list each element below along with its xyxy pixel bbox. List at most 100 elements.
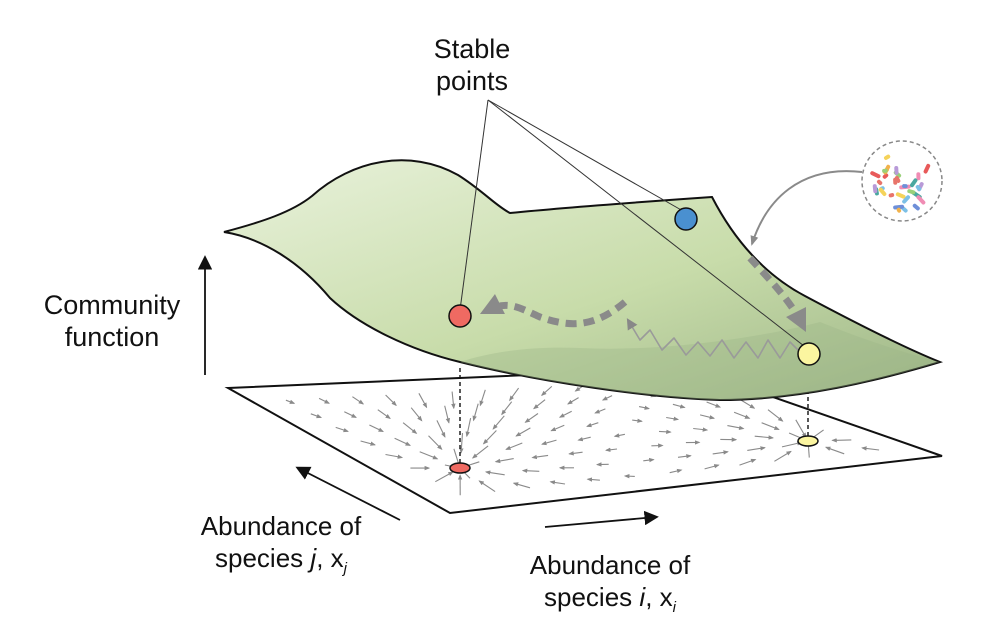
vector-arrow (310, 413, 323, 419)
vector-arrow (436, 420, 446, 438)
vector-arrow (754, 435, 774, 440)
vector-arrow (594, 408, 606, 414)
vector-arrow (601, 395, 613, 401)
vector-arrow (360, 440, 376, 446)
vector-arrow (586, 477, 600, 482)
vector-arrow (824, 446, 845, 455)
vector-arrow (831, 438, 852, 443)
community-function-label-line2: function (65, 322, 160, 352)
species-i-label-line2: species i, xi (544, 582, 677, 616)
microbe-cell (915, 184, 922, 192)
vector-arrow (410, 407, 423, 422)
species-i-label-line1: Abundance of (530, 550, 691, 580)
vector-arrow (558, 410, 572, 418)
microbe-arrow (750, 170, 863, 246)
microbe-cell (902, 195, 911, 204)
microbe-cell (916, 195, 926, 205)
vector-arrow (521, 468, 540, 473)
vector-arrow (509, 387, 520, 402)
vector-arrow (567, 397, 579, 405)
vector-arrow (774, 450, 792, 462)
arrow-up-left-icon (295, 466, 401, 521)
vector-arrow (394, 437, 411, 446)
stable-points-label-line2: points (436, 66, 508, 96)
leader-line-yellow (487, 99, 805, 347)
vector-arrow (428, 435, 443, 450)
vector-arrow (369, 424, 384, 432)
vector-arrow (501, 401, 513, 416)
landscape-surface (223, 159, 944, 402)
vector-arrow (531, 454, 549, 460)
community-function-label-line1: Community (44, 290, 181, 320)
vector-arrow (577, 436, 591, 442)
vector-arrow (494, 458, 514, 464)
zigzag-trajectory (626, 318, 801, 359)
microbe-cell (912, 203, 920, 211)
vector-arrow (402, 422, 418, 434)
vector-arrow (568, 451, 583, 456)
vector-arrow (549, 480, 566, 485)
microbe-cell (910, 178, 918, 188)
vector-arrow (385, 394, 397, 407)
dashed-trajectory-to-yellow (747, 255, 807, 333)
microbe-cell (883, 154, 891, 160)
microbe-cell (916, 172, 921, 181)
vector-arrow (761, 422, 780, 431)
microbe-cell (888, 193, 895, 198)
leader-line-blue (487, 99, 684, 212)
vector-arrow (335, 426, 349, 433)
microbe-cell (896, 207, 902, 213)
vector-arrow (344, 411, 357, 418)
vector-arrow (377, 409, 391, 420)
vector-arrow (515, 427, 531, 437)
microbe-cell (893, 177, 898, 185)
vector-arrow (699, 414, 716, 420)
vector-arrow (727, 425, 745, 430)
vector-arrow (541, 439, 557, 446)
vector-arrow (492, 415, 505, 430)
vector-arrow (638, 405, 650, 410)
vector-arrow (524, 413, 539, 423)
vector-arrow (318, 397, 330, 404)
vector-arrow (733, 411, 751, 419)
microbe-cell (882, 173, 889, 179)
surface-shading (460, 322, 940, 400)
vector-arrow (418, 393, 428, 409)
vector-arrow (613, 433, 626, 438)
vector-arrow (465, 417, 472, 438)
vector-arrow (586, 422, 599, 428)
vector-arrow (669, 468, 683, 474)
microbe-cell (893, 204, 905, 210)
vector-arrow (666, 416, 680, 421)
stable-points-label-line1: Stable (434, 34, 511, 64)
vector-arrow (540, 385, 553, 397)
microbe-cell (902, 184, 908, 189)
microbe-cell (876, 179, 883, 186)
vector-arrow (767, 409, 784, 422)
arrow-right-icon (544, 510, 659, 528)
vector-arrow (478, 480, 496, 493)
microbe-cell (895, 192, 906, 199)
microbe-cell (878, 187, 887, 197)
stable-point-blue (674, 207, 698, 231)
vector-arrow (861, 446, 880, 451)
vector-arrow (479, 389, 486, 407)
microbial-community-icon (861, 140, 943, 222)
species-j-label-line1: Abundance of (201, 511, 362, 541)
vector-arrow (712, 450, 729, 455)
vector-arrow (512, 482, 531, 489)
vector-arrow (352, 396, 365, 405)
vector-arrow (533, 399, 546, 410)
vector-arrow (435, 471, 454, 483)
microbe-cell (923, 163, 931, 174)
vector-arrow (795, 419, 807, 439)
vector-arrow (550, 424, 565, 432)
vector-arrow (704, 464, 720, 470)
vector-arrow (658, 429, 672, 435)
vector-arrow (385, 453, 404, 459)
vector-arrow (419, 451, 439, 460)
vector-arrow (643, 457, 655, 463)
vector-arrow (505, 442, 523, 450)
stable-point-red (448, 304, 472, 328)
